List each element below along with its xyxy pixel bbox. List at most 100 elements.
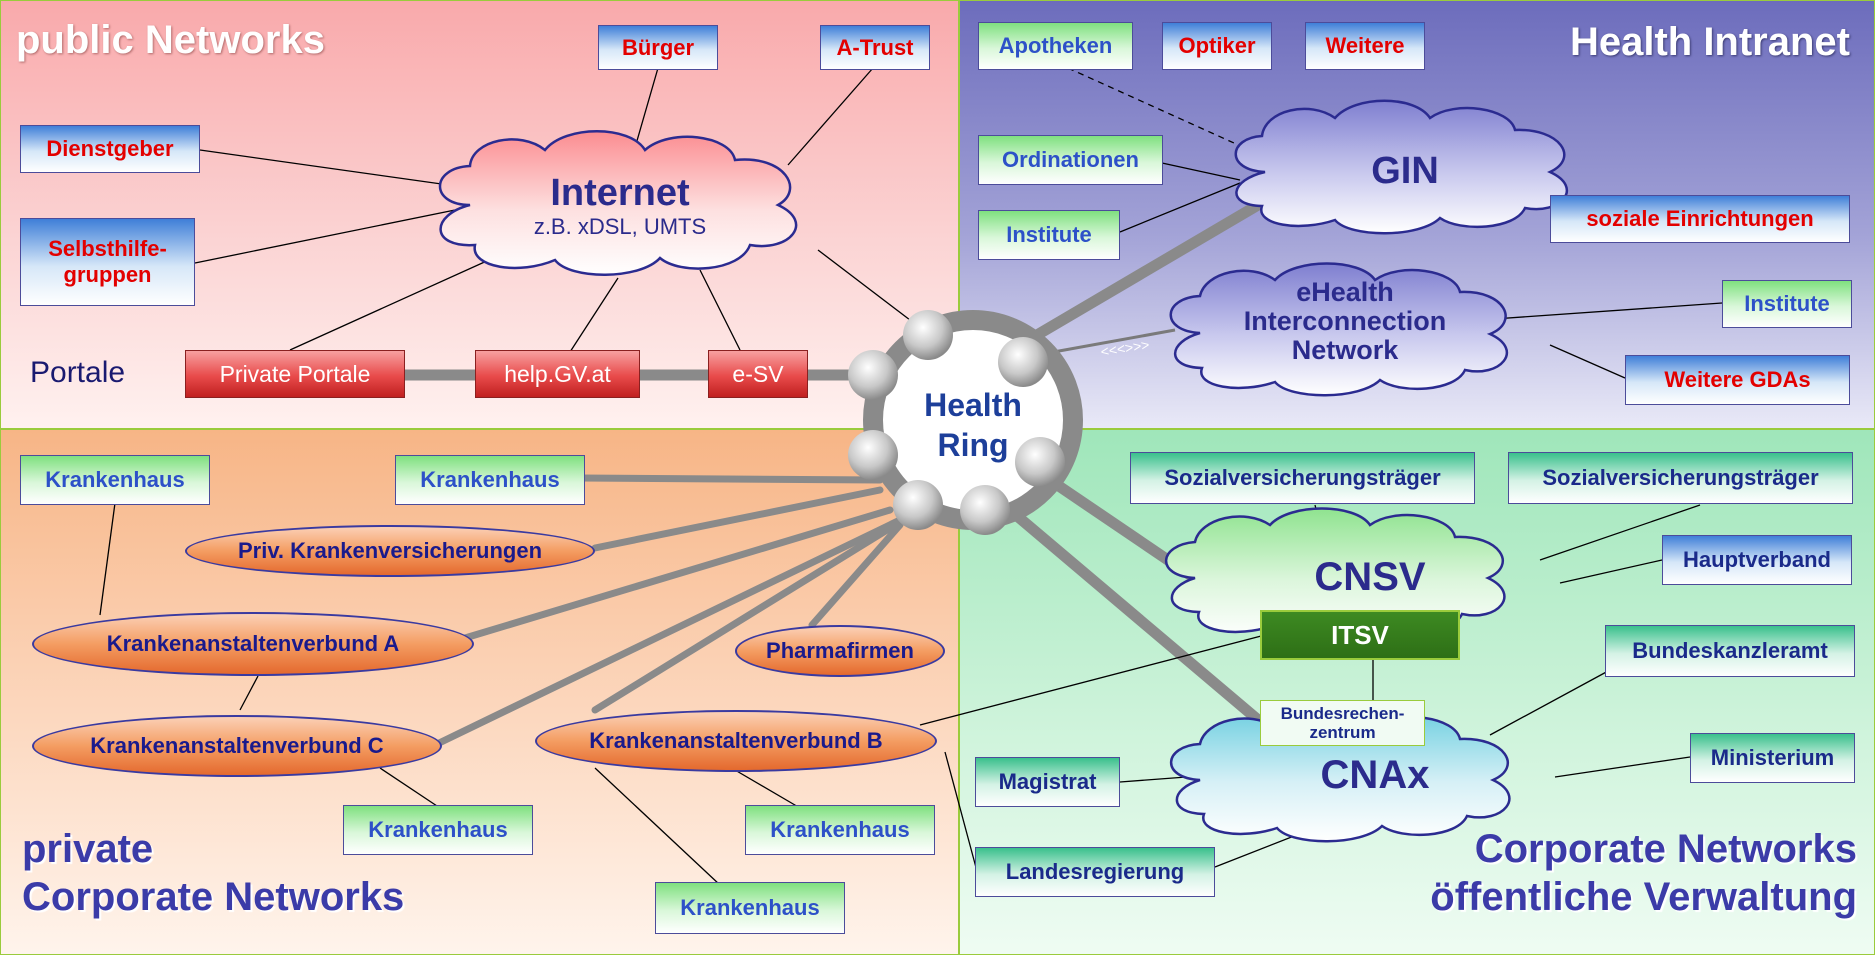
gin-cloud	[1234, 99, 1569, 235]
krankenanstaltenverbund-a-ellipse[interactable]: Krankenanstaltenverbund A	[32, 612, 474, 676]
internet-subtitle: z.B. xDSL, UMTS	[533, 214, 707, 239]
privkv-ring-link	[591, 486, 884, 552]
pharma-ring-link	[808, 521, 904, 629]
priv-krankenversicherungen-ellipse[interactable]: Priv. Krankenversicherungen	[185, 525, 595, 577]
dienstgeber-box[interactable]: Dienstgeber	[20, 125, 200, 173]
krankenhaus-5-box[interactable]: Krankenhaus	[655, 882, 845, 934]
ring-gin-link	[1014, 189, 1281, 351]
krankenhaus-kava-line	[99, 502, 116, 616]
private-networks-title-line1: private	[22, 827, 154, 871]
ring-cnax-link	[1004, 504, 1276, 736]
krankenanstaltenverbund-c-ellipse[interactable]: Krankenanstaltenverbund C	[32, 715, 442, 777]
esv-internet-line	[699, 269, 741, 351]
ehealth-ring-link	[1047, 328, 1176, 355]
ministerium-cnax-line	[1554, 756, 1691, 778]
internet-title: Internet	[550, 172, 690, 214]
private-networks-title: private Corporate Networks	[22, 825, 404, 921]
portale-label: Portale	[30, 356, 126, 389]
kavb-landesregierung-line	[944, 751, 979, 876]
apotheken-box[interactable]: Apotheken	[978, 22, 1133, 70]
optiker-box[interactable]: Optiker	[1162, 22, 1272, 70]
corporate-networks-title-line1: Corporate Networks	[1474, 827, 1857, 871]
krankenhaus-4-box[interactable]: Krankenhaus	[745, 805, 935, 855]
landesregierung-box[interactable]: Landesregierung	[975, 847, 1215, 897]
help-internet-line	[569, 277, 619, 353]
brz-line1: Bundesrechen-	[1280, 704, 1405, 723]
weitere-gdas-box[interactable]: Weitere GDAs	[1625, 355, 1850, 405]
soziale-einrichtungen-box[interactable]: soziale Einrichtungen	[1550, 195, 1850, 243]
institute-right-box[interactable]: Institute	[1722, 280, 1852, 328]
internet-cloud	[438, 130, 798, 276]
bundeskanzleramt-cnax-line	[1489, 669, 1611, 736]
ring-node	[848, 350, 898, 400]
kavb-ring-link	[591, 521, 899, 714]
selbsthilfe-line1: Selbsthilfe-	[48, 236, 167, 261]
public-networks-title: public Networks	[16, 18, 325, 62]
ring-node	[903, 310, 953, 360]
private-portale-box[interactable]: Private Portale	[185, 350, 405, 398]
itsv-box[interactable]: ITSV	[1260, 610, 1460, 660]
ehealth-link	[1047, 328, 1176, 355]
svt2-cnsv-line	[1539, 504, 1701, 561]
health-ring-label: Health Ring	[893, 385, 1053, 465]
krankenanstaltenverbund-b-ellipse[interactable]: Krankenanstaltenverbund B	[535, 710, 937, 772]
health-intranet-title: Health Intranet	[1569, 20, 1850, 64]
gdas-ehealth-line	[1549, 344, 1626, 379]
atrust-internet-line	[787, 67, 874, 166]
institute-gin-line	[1119, 182, 1241, 233]
kavb-itsv-line	[919, 634, 1266, 726]
buerger-box[interactable]: Bürger	[598, 25, 718, 70]
sozialversicherungstraeger-2-box[interactable]: Sozialversicherungsträger	[1508, 452, 1853, 504]
selbsthilfegruppen-box[interactable]: Selbsthilfe- gruppen	[20, 218, 195, 306]
help-gv-box[interactable]: help.GV.at	[475, 350, 640, 398]
ring-node	[960, 485, 1010, 535]
a-trust-box[interactable]: A-Trust	[820, 25, 930, 70]
ehealth-line2: Interconnection	[1243, 306, 1447, 336]
bundeskanzleramt-box[interactable]: Bundeskanzleramt	[1605, 625, 1855, 677]
ring-node	[848, 430, 898, 480]
ehealth-cloud-label: eHealth Interconnection Network	[1205, 278, 1485, 365]
kavc-krankenhaus-line	[379, 767, 441, 809]
ordinationen-box[interactable]: Ordinationen	[978, 135, 1163, 185]
private-links	[431, 474, 904, 749]
cnsv-cloud	[1165, 507, 1506, 641]
e-sv-box[interactable]: e-SV	[708, 350, 808, 398]
ring-node	[998, 337, 1048, 387]
private-networks-title-line2: Corporate Networks	[22, 875, 405, 919]
krankenhaus-3-box[interactable]: Krankenhaus	[343, 805, 533, 855]
institute-ehealth-line	[1479, 302, 1723, 321]
cnax-cloud-label: CNAx	[1320, 753, 1430, 797]
ordinationen-gin-line	[1161, 162, 1241, 181]
sozialversicherungstraeger-1-box[interactable]: Sozialversicherungsträger	[1130, 452, 1475, 504]
health-ring-line1: Health	[924, 387, 1022, 423]
krankenhaus-ring-link	[576, 474, 884, 484]
internet-ring-line	[817, 249, 911, 321]
bundesrechenzentrum-box[interactable]: Bundesrechen- zentrum	[1260, 700, 1425, 746]
krankenhaus-2-box[interactable]: Krankenhaus	[395, 455, 585, 505]
magistrat-box[interactable]: Magistrat	[975, 757, 1120, 807]
health-ring	[848, 310, 1083, 535]
pharmafirmen-ellipse[interactable]: Pharmafirmen	[735, 625, 945, 677]
institute-left-box[interactable]: Institute	[978, 210, 1120, 260]
internet-cloud-label: Internet z.B. xDSL, UMTS	[470, 172, 770, 240]
private-networks-area	[0, 430, 960, 955]
dienstgeber-internet-line	[199, 149, 471, 189]
ministerium-box[interactable]: Ministerium	[1690, 733, 1855, 783]
krankenhaus-1-box[interactable]: Krankenhaus	[20, 455, 210, 505]
gin-cloud-label: GIN	[1371, 150, 1439, 192]
selbsthilfe-line2: gruppen	[63, 262, 152, 287]
health-ring-line2: Ring	[937, 427, 1009, 463]
ehealth-cloud	[1169, 262, 1509, 397]
kavc-ring-link	[431, 516, 904, 749]
corporate-networks-title: Corporate Networks öffentliche Verwaltun…	[1430, 825, 1857, 921]
kava-kavc-line	[239, 675, 259, 711]
hauptverband-box[interactable]: Hauptverband	[1662, 535, 1852, 585]
thin-links	[99, 67, 1723, 886]
corporate-networks-title-line2: öffentliche Verwaltung	[1430, 875, 1857, 919]
weitere-box[interactable]: Weitere	[1305, 22, 1425, 70]
selbsthilfe-internet-line	[194, 209, 456, 264]
kava-ring-link	[461, 506, 894, 642]
ehealth-line1: eHealth	[1296, 277, 1394, 307]
ring-node	[893, 480, 943, 530]
